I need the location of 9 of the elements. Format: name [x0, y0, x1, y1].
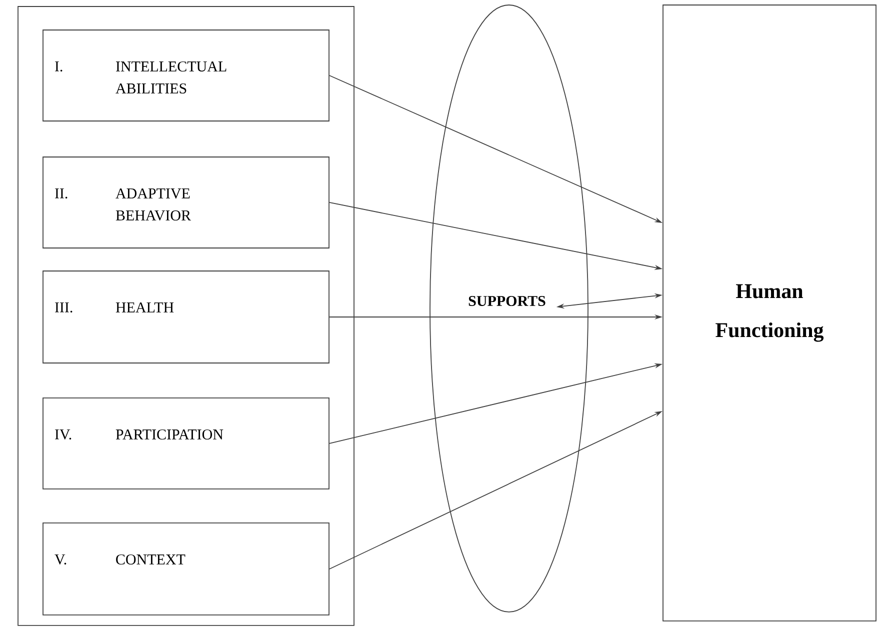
result-box: Human Functioning	[662, 4, 876, 622]
ellipse	[430, 4, 588, 612]
category-box: IV. PARTICIPATION	[42, 398, 330, 490]
supports-label: SUPPORTS	[468, 296, 546, 306]
category-box: III. HEALTH	[42, 270, 330, 364]
category-box: V. CONTEXT	[42, 522, 330, 616]
category-box: II. ADAPTIVE BEHAVIOR	[42, 156, 330, 248]
outer-box	[18, 6, 354, 626]
category-box: I. INTELLECTUAL ABILITIES	[42, 30, 330, 122]
